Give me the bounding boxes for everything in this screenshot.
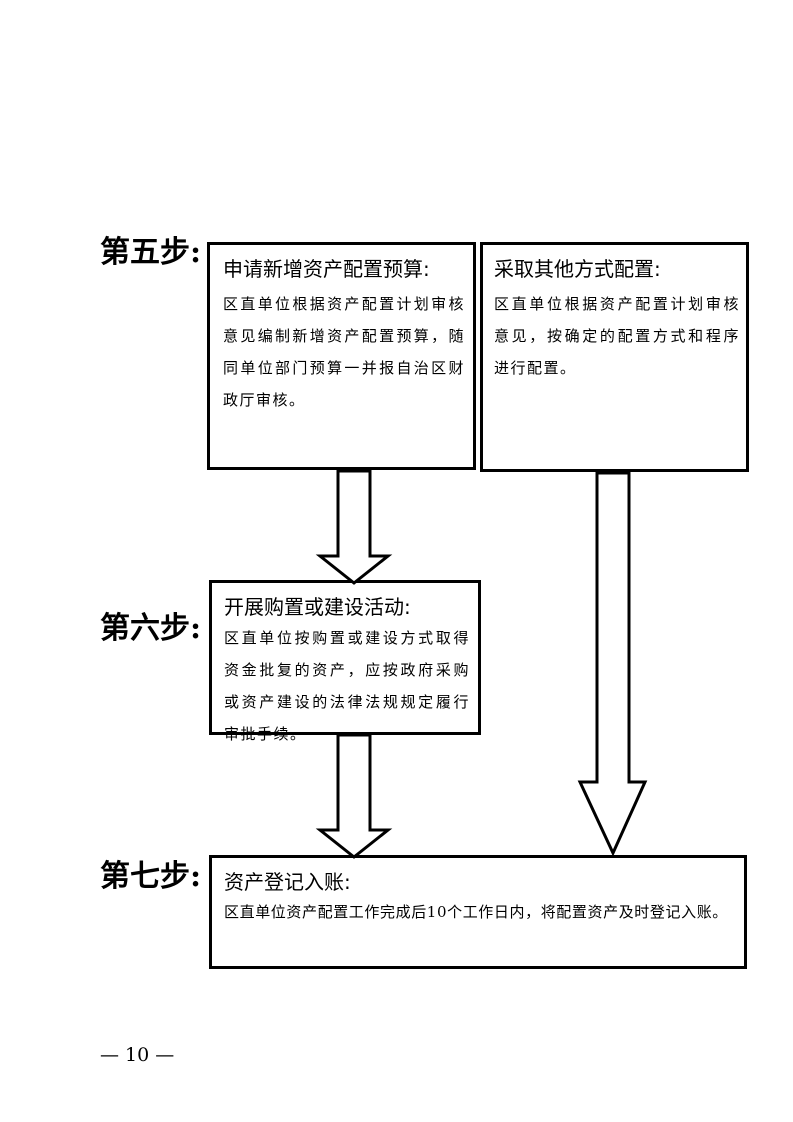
arrow-step6-to-step7 [315,733,393,859]
asset-registration-box: 资产登记入账: 区直单位资产配置工作完成后10个工作日内，将配置资产及时登记入账… [209,855,747,969]
step-6-label: 第六步: [100,611,202,646]
budget-application-title: 申请新增资产配置预算: [223,257,430,281]
other-configuration-text: 区直单位根据资产配置计划审核意见，按确定的配置方式和程序进行配置。 [494,295,740,377]
arrow-step5-to-step6 [315,469,393,585]
asset-registration-title: 资产登记入账: [224,870,351,894]
procurement-title: 开展购置或建设活动: [224,595,411,619]
procurement-text: 区直单位按购置或建设方式取得资金批复的资产，应按政府采购或资产建设的法律法规规定… [224,629,470,743]
other-configuration-title: 采取其他方式配置: [494,257,661,281]
budget-application-box: 申请新增资产配置预算: 区直单位根据资产配置计划审核意见编制新增资产配置预算，随… [207,242,476,470]
step-7-label: 第七步: [100,859,202,894]
arrow-other-to-step7 [577,471,648,857]
procurement-box: 开展购置或建设活动: 区直单位按购置或建设方式取得资金批复的资产，应按政府采购或… [209,580,481,743]
asset-registration-text: 区直单位资产配置工作完成后10个工作日内，将配置资产及时登记入账。 [224,903,728,921]
budget-application-text: 区直单位根据资产配置计划审核意见编制新增资产配置预算，随同单位部门预算一并报自治… [223,295,465,409]
other-configuration-box: 采取其他方式配置: 区直单位根据资产配置计划审核意见，按确定的配置方式和程序进行… [480,242,749,472]
page-number: — 10 — [100,1044,175,1066]
step-5-label: 第五步: [100,235,202,270]
